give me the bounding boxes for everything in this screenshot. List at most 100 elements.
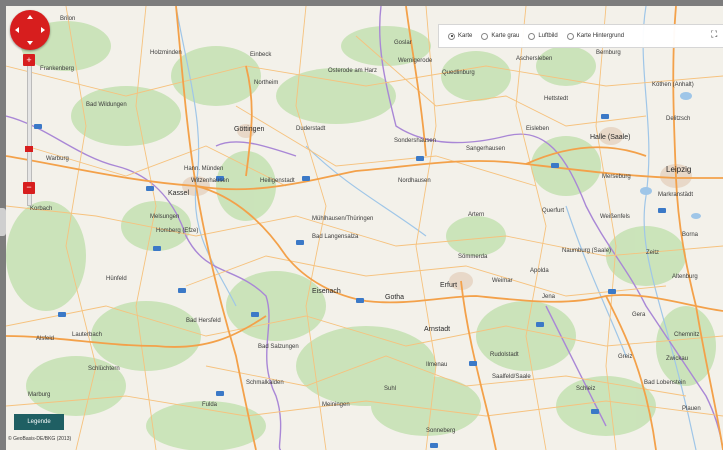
radio-icon[interactable]: [448, 32, 455, 40]
layer-option-karte-hintergrund[interactable]: Karte Hintergrund: [566, 32, 625, 40]
place-label: Greiz: [618, 354, 633, 360]
place-label: Sömmerda: [458, 254, 488, 260]
place-label: Arnstadt: [424, 326, 451, 333]
pan-left-icon[interactable]: [15, 27, 19, 33]
zoom-slider-handle[interactable]: [25, 146, 33, 152]
place-label: Querfurt: [542, 208, 565, 214]
legend-button[interactable]: Legende: [14, 414, 64, 430]
side-panel-handle[interactable]: [0, 208, 6, 236]
place-label: Weimar: [492, 278, 513, 284]
place-label: Sondershausen: [394, 138, 437, 144]
place-label: Bad Hersfeld: [186, 318, 221, 324]
motorway-shields: [34, 114, 666, 448]
place-label: Schlüchtern: [88, 366, 120, 372]
layer-label: Luftbild: [538, 33, 558, 39]
forest-areas: [6, 21, 716, 450]
place-label: Frankenberg: [40, 66, 75, 72]
place-label: Kassel: [168, 190, 190, 197]
place-label: Wernigerode: [398, 58, 433, 64]
place-label: Zeitz: [646, 250, 660, 256]
place-label: Brilon: [60, 16, 76, 22]
place-label: Suhl: [384, 386, 397, 392]
radio-icon[interactable]: [566, 32, 574, 40]
place-label: Erfurt: [440, 282, 458, 289]
place-label: Osterode am Harz: [328, 68, 378, 74]
place-label: Köthen (Anhalt): [652, 82, 694, 88]
place-label: Fulda: [202, 402, 218, 408]
place-label: Bernburg: [596, 50, 621, 56]
place-label: Hünfeld: [106, 276, 127, 282]
secondary-roads: [6, 6, 723, 450]
place-label: Mühlhausen/Thüringen: [312, 216, 374, 222]
layer-option-karte-grau[interactable]: Karte grau: [481, 32, 520, 40]
radio-icon[interactable]: [481, 32, 489, 40]
place-label: Saalfeld/Saale: [492, 374, 531, 380]
place-label: Bad Langensalza: [312, 234, 359, 240]
layer-label: Karte grau: [491, 33, 520, 39]
place-label: Weißenfels: [600, 214, 630, 220]
place-label: Marburg: [28, 392, 51, 398]
place-label: Plauen: [682, 406, 701, 412]
place-label: Naumburg (Saale): [562, 248, 612, 254]
place-label: Leipzig: [666, 165, 692, 174]
place-label: Bad Wildungen: [86, 102, 127, 108]
place-label: Borna: [682, 232, 699, 238]
place-label: Alsfeld: [36, 336, 55, 342]
place-label: Nordhausen: [398, 178, 431, 184]
motorways: [6, 6, 723, 450]
place-label: Schleiz: [576, 386, 596, 392]
place-label: Artern: [468, 212, 485, 218]
place-label: Heiligenstadt: [260, 178, 295, 184]
map-canvas[interactable]: Göttingen Kassel Erfurt Leipzig Halle (S…: [6, 6, 723, 450]
water-bodies: [640, 92, 701, 219]
zoom-out-button[interactable]: −: [23, 182, 35, 194]
radio-icon[interactable]: [528, 32, 536, 40]
place-label: Hettstedt: [544, 96, 569, 102]
place-label: Göttingen: [234, 126, 265, 133]
place-label: Ilmenau: [426, 362, 448, 368]
place-label: Eisleben: [526, 126, 550, 132]
place-label: Homberg (Efze): [156, 228, 199, 234]
place-label: Quedlinburg: [442, 70, 475, 76]
place-label: Gera: [632, 312, 646, 318]
place-label: Meiningen: [322, 402, 350, 408]
place-label: Melsungen: [150, 214, 180, 220]
place-label: Bad Salzungen: [258, 344, 299, 350]
place-label: Schmalkalden: [246, 380, 284, 386]
place-label: Eisenach: [312, 288, 341, 295]
layer-option-luftbild[interactable]: Luftbild: [528, 32, 558, 40]
place-label: Duderstadt: [296, 126, 326, 132]
layer-label: Karte: [458, 33, 473, 39]
place-label: Aschersleben: [516, 56, 553, 62]
place-label: Zwickau: [666, 356, 689, 362]
place-label: Hann. Münden: [184, 166, 224, 172]
place-label: Holzminden: [150, 50, 182, 56]
place-label: Delitzsch: [666, 116, 691, 122]
place-label: Halle (Saale): [590, 134, 631, 141]
expand-icon[interactable]: ⛶: [711, 29, 718, 39]
pan-right-icon[interactable]: [41, 27, 45, 33]
pan-control[interactable]: [10, 10, 50, 50]
place-label: Goslar: [394, 40, 412, 46]
map-basemap: [6, 6, 723, 450]
state-borders: [6, 6, 723, 450]
map-layer-switcher: Karte Karte grau Luftbild Karte Hintergr…: [438, 24, 723, 48]
place-label: Altenburg: [672, 274, 698, 280]
place-label: Bad Lobenstein: [644, 380, 686, 386]
place-label: Warburg: [46, 156, 69, 162]
pan-down-icon[interactable]: [27, 41, 33, 45]
place-label: Merseburg: [602, 174, 631, 180]
layer-option-karte[interactable]: Karte: [448, 32, 473, 40]
place-label: Chemnitz: [674, 332, 700, 338]
place-label: Witzenhausen: [191, 178, 230, 184]
place-label: Jena: [542, 294, 556, 300]
pan-up-icon[interactable]: [27, 15, 33, 19]
place-label: Gotha: [385, 294, 405, 301]
layer-label: Karte Hintergrund: [576, 33, 625, 39]
zoom-in-button[interactable]: +: [23, 54, 35, 66]
place-label: Markranstädt: [658, 192, 694, 198]
place-label: Korbach: [30, 206, 53, 212]
place-label: Rudolstadt: [490, 352, 519, 358]
place-label: Northeim: [254, 80, 279, 86]
